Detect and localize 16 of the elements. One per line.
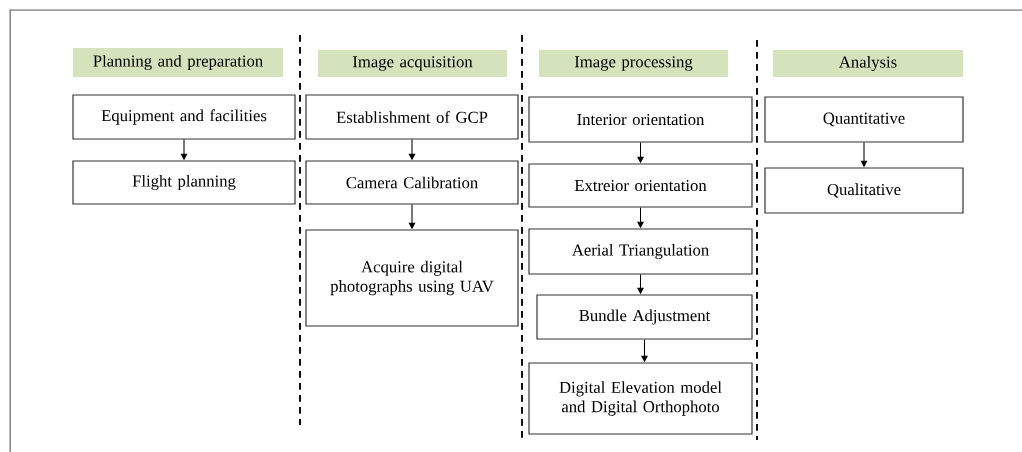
process-box: Acquire digital photographs using UAV: [305, 229, 519, 327]
process-box: Bundle Adjustment: [536, 294, 753, 340]
phase-heading: Analysis: [773, 50, 963, 77]
process-box: Aerial Triangulation: [528, 228, 753, 275]
phase-heading: Image acquisition: [318, 50, 507, 77]
process-box: Interior orientation: [528, 96, 753, 143]
phase-heading: Planning and preparation: [73, 48, 283, 77]
process-box: Extreior orientation: [528, 163, 753, 208]
process-box: Qualitative: [764, 167, 964, 214]
process-box: Camera Calibration: [305, 160, 519, 205]
process-box: Digital Elevation model and Digital Orthophoto: [528, 362, 753, 435]
process-box: Establishment of GCP: [305, 94, 519, 140]
process-box: Equipment and facilities: [72, 94, 296, 140]
process-box: Flight planning: [72, 160, 296, 205]
process-box: Quantitative: [764, 96, 964, 143]
phase-heading: Image processing: [539, 50, 728, 77]
